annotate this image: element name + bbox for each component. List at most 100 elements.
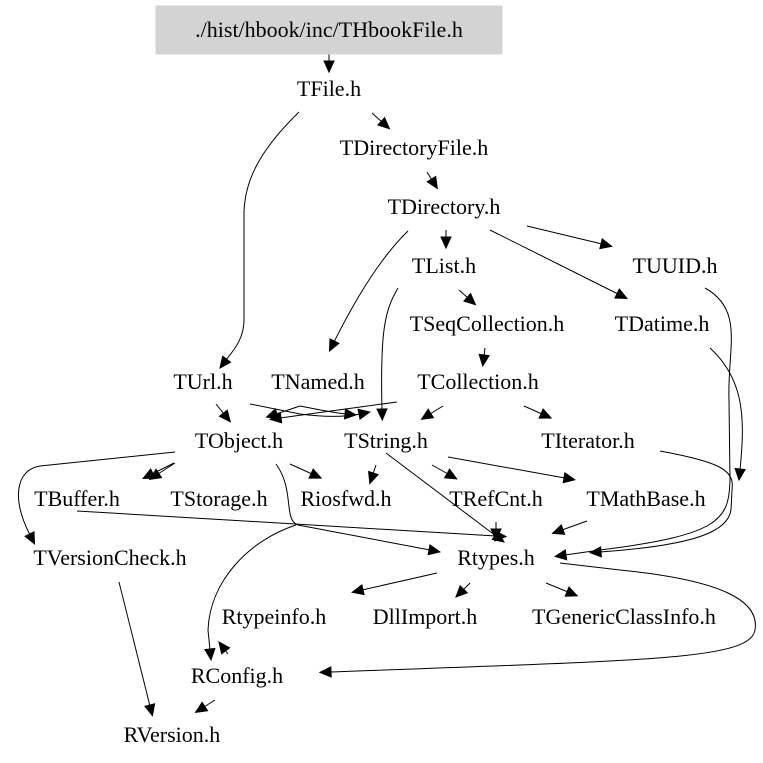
node-label: TStorage.h [170, 486, 267, 511]
node-TStorage[interactable]: TStorage.h [170, 486, 267, 511]
arrowhead-icon [351, 584, 365, 596]
edge-TVersionCheck-to-RVersion [118, 581, 156, 717]
node-Rtypes[interactable]: Rtypes.h [457, 545, 535, 570]
node-TDirectory[interactable]: TDirectory.h [388, 194, 501, 219]
edge-line [157, 462, 176, 475]
node-label: TDirectoryFile.h [340, 135, 488, 160]
edge-TDirectoryFile-to-TDirectory [426, 171, 438, 190]
arrowhead-icon [218, 409, 232, 423]
edge-line [426, 171, 433, 181]
node-TBuffer[interactable]: TBuffer.h [34, 486, 120, 511]
edge-Rtypes-to-RConfig [318, 562, 756, 678]
node-TRefCnt[interactable]: TRefCnt.h [449, 486, 543, 511]
edge-TObject-to-TVersionCheck [18, 451, 176, 545]
arrowhead-icon [204, 647, 216, 662]
node-label: Rtypes.h [457, 545, 535, 570]
edge-Rtypes-to-DllImport [455, 582, 471, 598]
node-DllImport[interactable]: DllImport.h [373, 604, 478, 629]
edges-layer [18, 50, 756, 717]
edge-TDirectory-to-TNamed [328, 230, 409, 353]
edge-line [599, 450, 733, 553]
edge-TCollection-to-TObject [268, 401, 398, 424]
arrowhead-icon [323, 60, 335, 74]
node-TObject[interactable]: TObject.h [195, 428, 283, 453]
node-TDatime[interactable]: TDatime.h [615, 311, 710, 336]
edge-line [429, 405, 444, 415]
edge-TDatime-to-Rtypes [709, 347, 746, 482]
arrowhead-icon [218, 641, 231, 655]
edge-line [372, 464, 377, 475]
edge-TFile-to-TUrl [219, 111, 300, 369]
edge-Rtypeinfo-to-RConfig [218, 641, 231, 655]
node-label: TSeqCollection.h [410, 311, 565, 336]
edge-TFile-to-TDirectoryFile [371, 112, 391, 130]
arrowhead-icon [194, 701, 209, 714]
edge-line [329, 562, 756, 673]
edge-TCollection-to-TIterator [523, 405, 553, 419]
node-TCollection[interactable]: TCollection.h [417, 369, 539, 394]
arrowhead-icon [219, 355, 232, 369]
root-node[interactable]: ./hist/hbook/inc/THbookFile.h [155, 5, 503, 55]
node-TDirectoryFile[interactable]: TDirectoryFile.h [340, 135, 488, 160]
edge-TCollection-to-TString [420, 405, 444, 420]
edge-line [275, 463, 431, 551]
node-TMathBase[interactable]: TMathBase.h [586, 486, 705, 511]
edge-TNamed-to-TString [299, 405, 358, 420]
arrowhead-icon [318, 666, 332, 678]
edge-line [385, 452, 497, 537]
node-TVersionCheck[interactable]: TVersionCheck.h [33, 545, 186, 570]
edge-line [279, 401, 398, 419]
node-TList[interactable]: TList.h [412, 253, 476, 278]
arrowhead-icon [455, 584, 469, 598]
edge-line [489, 229, 619, 295]
node-TSeqCollection[interactable]: TSeqCollection.h [410, 311, 565, 336]
node-Rtypeinfo[interactable]: Rtypeinfo.h [222, 604, 327, 629]
arrowhead-icon [268, 412, 283, 424]
edge-line [299, 405, 347, 415]
edge-line [371, 112, 383, 123]
node-label: Riosfwd.h [300, 486, 391, 511]
edge-TDirectory-to-TDatime [489, 229, 629, 300]
edge-line [361, 572, 438, 591]
arrowhead-icon [614, 288, 629, 300]
node-TIterator[interactable]: TIterator.h [541, 428, 634, 453]
edge-line [249, 403, 361, 417]
arrowhead-icon [443, 468, 458, 480]
edge-TList-to-TString [376, 287, 399, 422]
node-label: ./hist/hbook/inc/THbookFile.h [195, 17, 463, 42]
node-TUUID[interactable]: TUUID.h [633, 253, 718, 278]
node-RConfig[interactable]: RConfig.h [191, 663, 283, 688]
arrowhead-icon [538, 408, 553, 419]
arrowhead-icon [367, 470, 379, 485]
edge-TDirectory-to-TUUID [526, 225, 613, 250]
node-TString[interactable]: TString.h [344, 428, 428, 453]
node-label: TDatime.h [615, 311, 710, 336]
edge-line [381, 287, 399, 411]
node-TUrl[interactable]: TUrl.h [173, 369, 232, 394]
edge-line [447, 456, 566, 479]
arrowhead-icon [308, 468, 323, 479]
arrowhead-icon [564, 586, 579, 597]
node-RVersion[interactable]: RVersion.h [124, 722, 221, 747]
node-TNamed[interactable]: TNamed.h [271, 369, 364, 394]
edge-line [462, 582, 471, 591]
node-TFile[interactable]: TFile.h [297, 76, 361, 101]
node-Riosfwd[interactable]: Riosfwd.h [300, 486, 391, 511]
arrowhead-icon [490, 528, 502, 542]
node-TGenericClassInfo[interactable]: TGenericClassInfo.h [532, 604, 716, 629]
root-node-box [155, 5, 503, 55]
node-label: TBuffer.h [34, 486, 120, 511]
edge-line [215, 403, 225, 415]
node-label: TUUID.h [633, 253, 718, 278]
edge-line [523, 405, 543, 415]
edge-TUrl-to-TObject [215, 403, 232, 423]
edge-line [225, 111, 300, 361]
edge-line [207, 524, 297, 651]
edge-TRefCnt-to-Rtypes [490, 522, 502, 542]
arrowhead-icon [440, 236, 452, 250]
edge-TIterator-to-Rtypes [588, 450, 733, 558]
arrowhead-icon [463, 292, 477, 306]
edge-line [333, 230, 409, 343]
edge-TBuffer-to-Rtypes [76, 510, 508, 542]
